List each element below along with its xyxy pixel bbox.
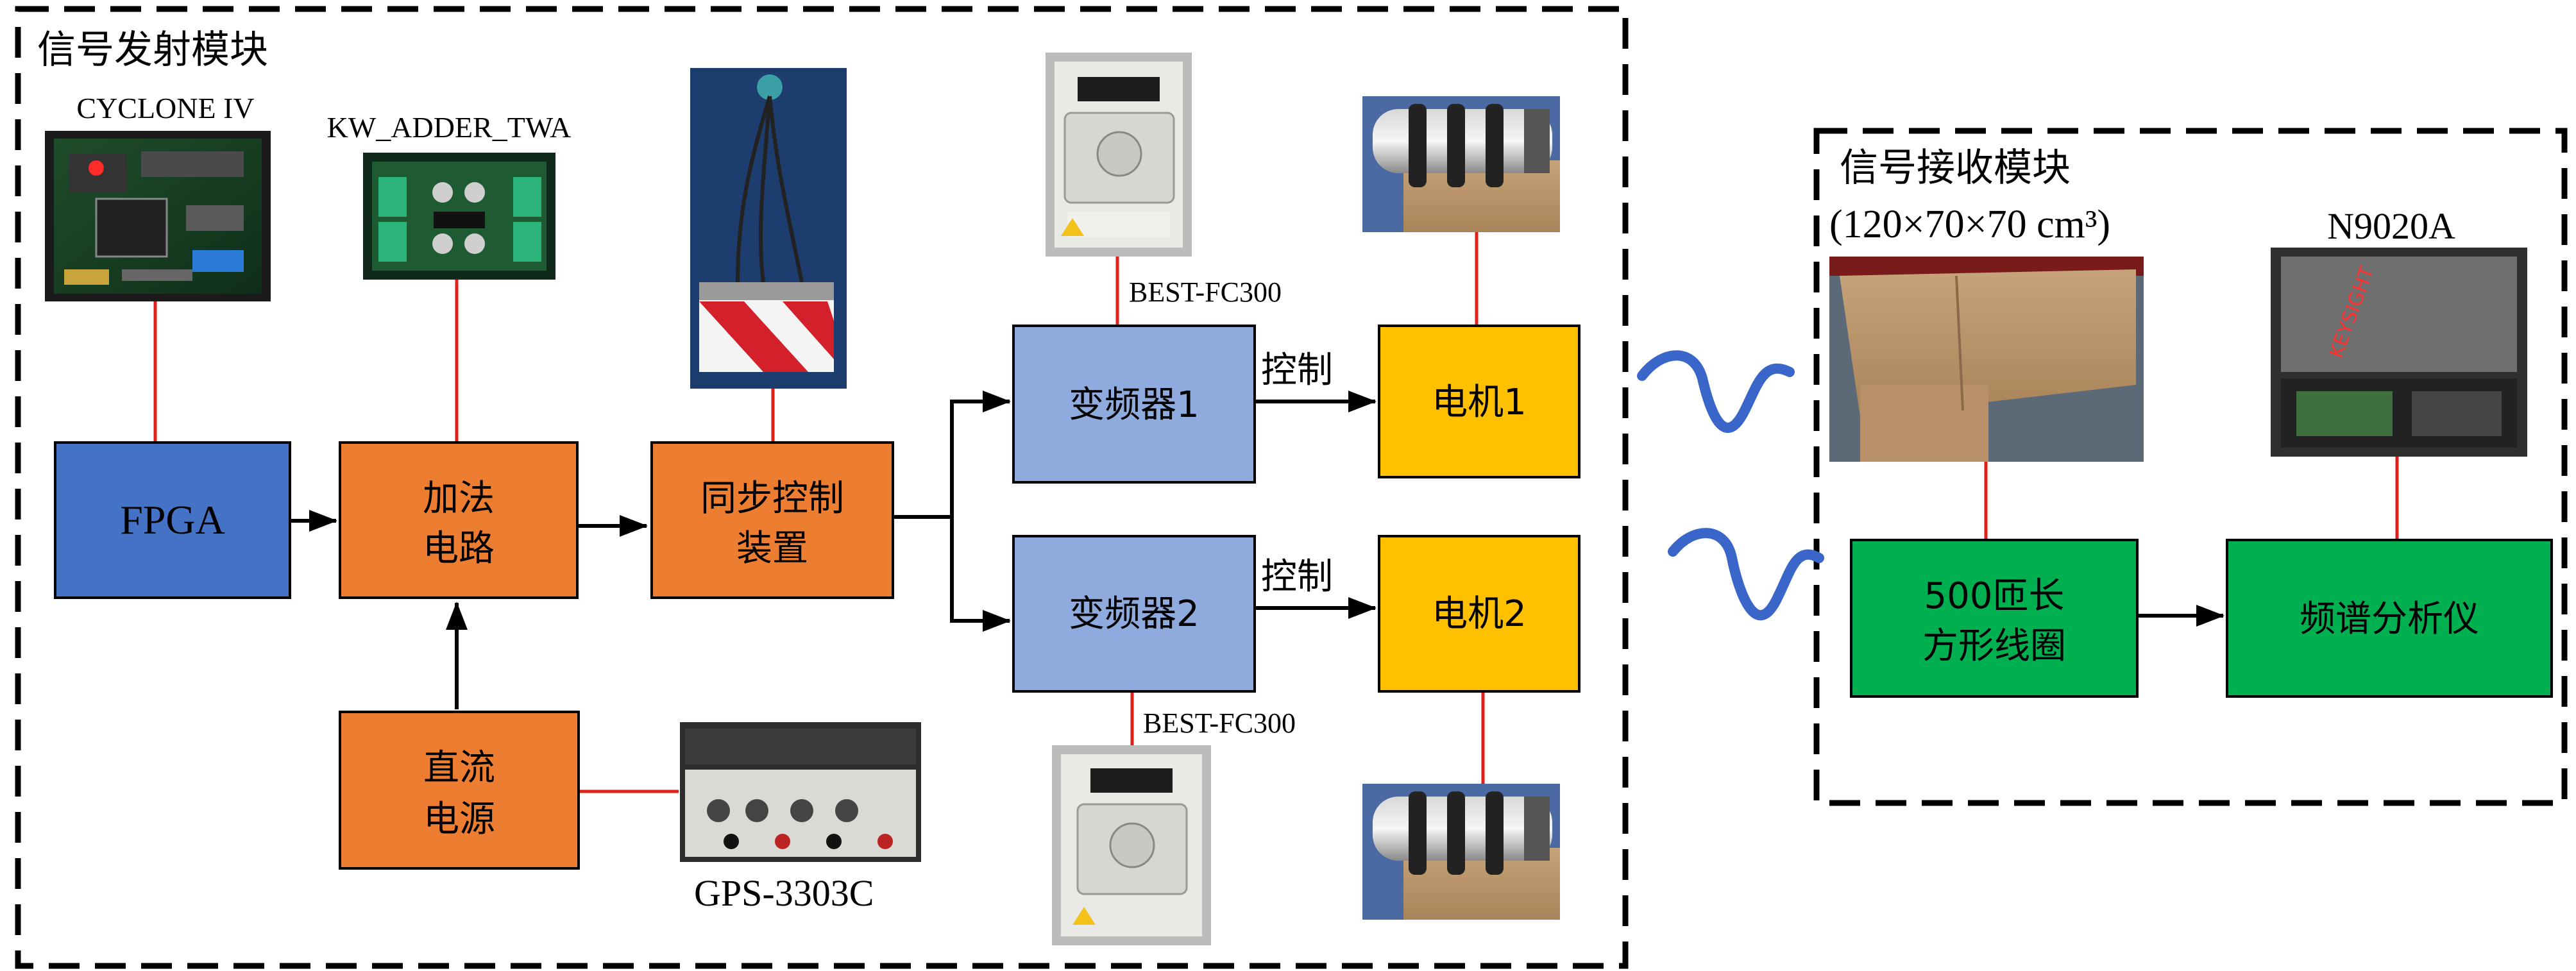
- dc-power-box: 直流 电源: [339, 711, 580, 870]
- dc-box-line2: 电源: [423, 798, 495, 840]
- fpga-board-label: CYCLONE IV: [76, 92, 254, 124]
- motor2-photo: [1362, 784, 1560, 920]
- vfd2-model-label: BEST-FC300: [1143, 707, 1296, 739]
- adder-board-label: KW_ADDER_TWA: [327, 111, 572, 144]
- control-label-1: 控制: [1261, 350, 1333, 391]
- spectrum-analyzer-box: 频谱分析仪: [2226, 539, 2553, 698]
- control-label-2: 控制: [1261, 556, 1333, 598]
- coil-box-line2: 方形线圈: [1922, 625, 2066, 667]
- transmitter-module-frame: [15, 6, 1629, 969]
- coil-box: 500匝长 方形线圈: [1850, 539, 2139, 698]
- dc-box-line1: 直流: [423, 747, 495, 789]
- analyzer-model-label: N9020A: [2327, 205, 2455, 247]
- coil-box-line1: 500匝长: [1924, 575, 2065, 617]
- spectrum-analyzer-photo: KEYSIGHT: [2271, 248, 2527, 457]
- fpga-box-label: FPGA: [120, 497, 225, 543]
- coil-box-photo: [1829, 257, 2144, 462]
- transmitter-module-title: 信号发射模块: [37, 28, 268, 72]
- red-connectors: [153, 232, 2399, 793]
- sync-control-box: 同步控制 装置: [650, 441, 894, 599]
- vfd1-box: 变频器1: [1012, 325, 1256, 484]
- motor1-box: 电机1: [1378, 325, 1580, 478]
- analyzer-box-label: 频谱分析仪: [2300, 598, 2479, 640]
- sync-box-line1: 同步控制: [700, 478, 844, 519]
- adder-box-line1: 加法: [423, 478, 495, 519]
- motor1-photo: [1362, 96, 1560, 232]
- wireless-wave-icon: [1637, 350, 1824, 620]
- adder-box-line2: 电路: [423, 528, 495, 570]
- sync-box-line2: 装置: [736, 528, 808, 570]
- power-supply-label: GPS-3303C: [694, 872, 874, 914]
- vfd2-photo: [1052, 745, 1211, 945]
- sync-controller-photo: [690, 68, 847, 389]
- motor1-box-label: 电机1: [1432, 382, 1527, 423]
- vfd1-model-label: BEST-FC300: [1129, 276, 1282, 308]
- fpga-board-photo: [45, 131, 271, 301]
- signal-arrows: [290, 391, 2224, 709]
- fpga-box: FPGA: [54, 441, 291, 599]
- power-supply-photo: [680, 722, 921, 862]
- vfd2-box: 变频器2: [1012, 535, 1256, 693]
- vfd1-box-label: 变频器1: [1069, 384, 1199, 426]
- adder-board-photo: [363, 153, 555, 280]
- receiver-module-title: 信号接收模块: [1840, 146, 2071, 190]
- receiver-dimensions-label: (120×70×70 cm³): [1829, 203, 2110, 246]
- vfd1-photo: [1046, 53, 1192, 257]
- receiver-module-frame: [1813, 128, 2568, 806]
- adder-circuit-box: 加法 电路: [339, 441, 579, 599]
- motor2-box: 电机2: [1378, 535, 1580, 693]
- vfd2-box-label: 变频器2: [1069, 593, 1199, 635]
- motor2-box-label: 电机2: [1432, 593, 1527, 635]
